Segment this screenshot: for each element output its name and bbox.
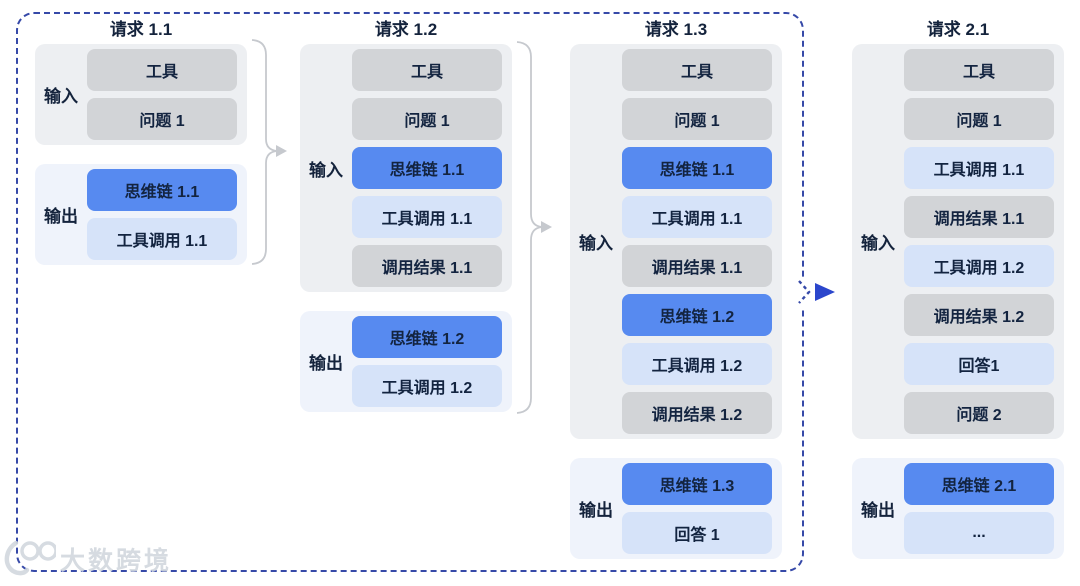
message-box: ...	[904, 512, 1054, 554]
message-box: 回答1	[904, 343, 1054, 385]
message-box: 思维链 1.2	[622, 294, 772, 336]
message-box: 工具调用 1.2	[622, 343, 772, 385]
message-box: 工具	[87, 49, 237, 91]
message-box: 问题 2	[904, 392, 1054, 434]
output-group: 输出 思维链 2.1...	[852, 458, 1064, 559]
message-box: 工具调用 1.1	[352, 196, 502, 238]
input-group: 输入 工具问题 1 工具调用 1.1 调用结果 1.1 工具调用 1.2 调用结果 1.…	[852, 44, 1064, 439]
output-message-list: 思维链 1.1 工具调用 1.1	[87, 169, 237, 260]
watermark: 大数跨境	[2, 538, 172, 580]
output-message-list: 思维链 2.1...	[904, 463, 1054, 554]
input-label: 输入	[44, 87, 78, 106]
message-box: 回答 1	[622, 512, 772, 554]
output-group: 输出 思维链 1.3 回答 1	[570, 458, 782, 559]
request-column-1-3: 请求 1.3 输入 工具问题 1 思维链 1.1 工具调用 1.1 调用结果 1.1 思…	[570, 18, 782, 559]
input-message-list: 工具问题 1 思维链 1.1 工具调用 1.1 调用结果 1.1 思维链 1.2 工具调用…	[622, 49, 772, 434]
watermark-text: 大数跨境	[60, 547, 173, 575]
message-box: 调用结果 1.2	[904, 294, 1054, 336]
output-message-list: 思维链 1.3 回答 1	[622, 463, 772, 554]
message-box: 工具调用 1.1	[87, 218, 237, 260]
output-message-list: 思维链 1.2 工具调用 1.2	[352, 316, 502, 407]
column-title: 请求 1.1	[109, 20, 173, 39]
input-message-list: 工具问题 1	[87, 49, 237, 140]
input-group: 输入 工具问题 1	[35, 44, 247, 145]
message-box: 思维链 1.1	[87, 169, 237, 211]
message-box: 工具	[622, 49, 772, 91]
message-box: 问题 1	[87, 98, 237, 140]
output-label: 输出	[579, 501, 613, 520]
input-message-list: 工具问题 1 工具调用 1.1 调用结果 1.1 工具调用 1.2 调用结果 1.2 回答…	[904, 49, 1054, 434]
column-title: 请求 2.1	[926, 20, 990, 39]
request-column-2-1: 请求 2.1 输入 工具问题 1 工具调用 1.1 调用结果 1.1 工具调用 1.2…	[852, 18, 1064, 559]
message-box: 调用结果 1.1	[622, 245, 772, 287]
message-box: 工具	[352, 49, 502, 91]
message-box: 思维链 1.1	[352, 147, 502, 189]
message-box: 思维链 1.1	[622, 147, 772, 189]
message-box: 工具	[904, 49, 1054, 91]
message-box: 调用结果 1.2	[622, 392, 772, 434]
message-box: 工具调用 1.1	[622, 196, 772, 238]
message-box: 工具调用 1.2	[904, 245, 1054, 287]
request-column-1-1: 请求 1.1 输入 工具问题 1 输出 思维链 1.1 工具调用 1.1	[35, 18, 247, 265]
output-group: 输出 思维链 1.1 工具调用 1.1	[35, 164, 247, 265]
watermark-logo-icon	[4, 540, 56, 576]
output-group: 输出 思维链 1.2 工具调用 1.2	[300, 311, 512, 412]
input-label: 输入	[579, 234, 613, 253]
message-box: 调用结果 1.1	[904, 196, 1054, 238]
message-box: 工具调用 1.2	[352, 365, 502, 407]
input-message-list: 工具问题 1 思维链 1.1 工具调用 1.1 调用结果 1.1	[352, 49, 502, 287]
input-group: 输入 工具问题 1 思维链 1.1 工具调用 1.1 调用结果 1.1	[300, 44, 512, 292]
message-box: 思维链 1.3	[622, 463, 772, 505]
message-box: 问题 1	[904, 98, 1054, 140]
message-box: 问题 1	[352, 98, 502, 140]
message-box: 工具调用 1.1	[904, 147, 1054, 189]
input-label: 输入	[861, 234, 895, 253]
message-box: 问题 1	[622, 98, 772, 140]
message-box: 调用结果 1.1	[352, 245, 502, 287]
message-box: 思维链 1.2	[352, 316, 502, 358]
message-box: 思维链 2.1	[904, 463, 1054, 505]
output-label: 输出	[861, 501, 895, 520]
column-title: 请求 1.3	[644, 20, 708, 39]
column-title: 请求 1.2	[374, 20, 438, 39]
output-label: 输出	[44, 207, 78, 226]
output-label: 输出	[309, 354, 343, 373]
input-label: 输入	[309, 160, 343, 180]
